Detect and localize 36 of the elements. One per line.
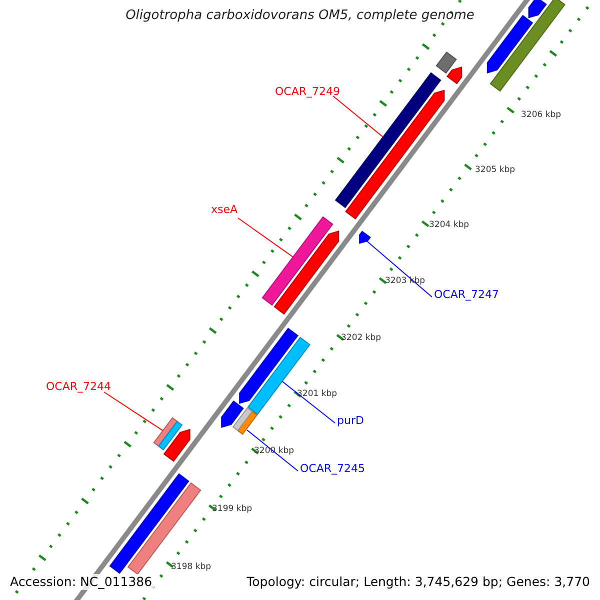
gene-feature [359,230,371,244]
accession-text: Accession: NC_011386 [8,574,154,590]
tick-label: 3201 kbp [297,390,338,400]
tick-label: 3199 kbp [212,505,252,515]
gene-label: xseA [211,204,238,217]
leader-line [282,380,336,424]
gene-feature [232,407,253,432]
gene-feature [153,417,183,450]
gene-label: OCAR_7247 [434,289,500,302]
gene-feature [274,230,340,315]
gene-label: OCAR_7245 [300,463,366,476]
tick-label: 3204 kbp [429,221,470,231]
tick-label: 3206 kbp [521,111,562,121]
gene-feature [239,328,298,404]
gene-label: OCAR_7244 [46,381,112,394]
leader-line [104,392,164,432]
gene-feature [345,90,445,220]
gene-label: OCAR_7249 [275,86,340,99]
gene-feature [436,52,457,74]
leader-line [246,430,298,472]
leader-line [366,240,432,298]
gene-feature [163,428,190,462]
leader-line [238,218,294,258]
tick-label: 3198 kbp [171,563,212,573]
tick-label: 3202 kbp [341,334,382,344]
genome-info-text: Topology: circular; Length: 3,745,629 bp; Genes: 3,770 [244,574,592,590]
gene-label: purD [337,415,364,428]
gene-feature [528,0,547,18]
title: Oligotropha carboxidovorans OM5, complete genome [126,9,474,24]
gene-feature [221,400,244,428]
gene-feature [486,14,534,74]
gene-feature [490,0,566,92]
tick-label: 3205 kbp [475,166,516,176]
gene-feature [446,66,462,84]
leader-line [332,96,384,138]
gene-feature [262,216,334,306]
